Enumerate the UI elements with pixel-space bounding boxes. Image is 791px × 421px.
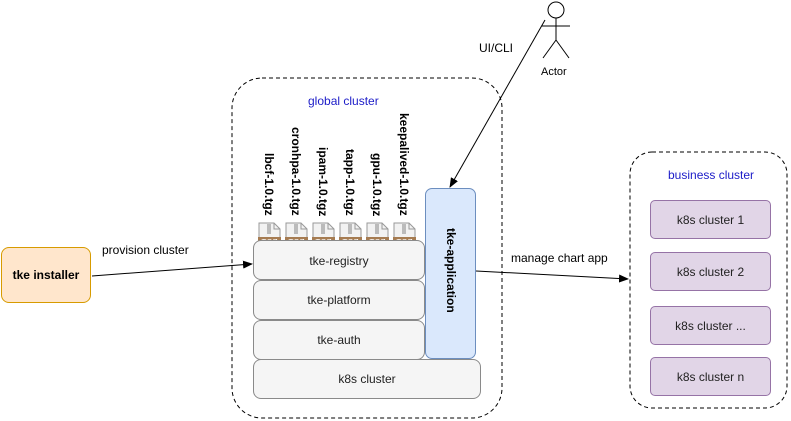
tke-application-label: tke-application — [444, 228, 458, 313]
tke-platform-box[interactable]: tke-platform — [253, 280, 425, 320]
business-cluster-container — [629, 151, 788, 409]
manage-chart-app-label: manage chart app — [511, 251, 608, 265]
business-cluster-title: business cluster — [668, 168, 755, 182]
k8s-cluster-1-label: k8s cluster 1 — [676, 212, 745, 227]
tke-auth-label: tke-auth — [317, 333, 361, 347]
k8s-cluster-ellipsis-label: k8s cluster ... — [675, 318, 746, 333]
package-label: cronhpa-1.0.tgz — [289, 127, 303, 216]
package-label: gpu-1.0.tgz — [370, 152, 384, 216]
provision-cluster-label: provision cluster — [102, 243, 189, 257]
actor-icon — [542, 1, 570, 59]
k8s-cluster-n-box[interactable]: k8s cluster n — [650, 357, 771, 396]
ui-cli-label: UI/CLI — [479, 41, 514, 55]
ui-cli-edge — [449, 19, 546, 188]
actor-label: Actor — [541, 66, 567, 78]
package-label: lbcf-1.0.tgz — [262, 153, 276, 216]
tke-installer-label: tke installer — [12, 268, 80, 282]
tke-platform-label: tke-platform — [307, 293, 371, 307]
k8s-cluster-ellipsis-box[interactable]: k8s cluster ... — [650, 306, 771, 345]
tke-application-box[interactable] — [425, 188, 476, 359]
global-cluster-title: global cluster — [308, 94, 379, 108]
global-cluster-container — [231, 77, 503, 419]
k8s-cluster-1-box[interactable]: k8s cluster 1 — [650, 200, 771, 239]
k8s-cluster-n-label: k8s cluster n — [676, 369, 745, 384]
tke-installer-node[interactable]: tke installer — [1, 247, 91, 303]
tke-registry-label: tke-registry — [309, 254, 369, 268]
package-label: keepalived-1.0.tgz — [397, 113, 411, 216]
package-label: ipam-1.0.tgz — [316, 146, 330, 216]
k8s-cluster-2-label: k8s cluster 2 — [676, 264, 745, 279]
k8s-cluster-box[interactable]: k8s cluster — [253, 359, 481, 399]
tke-auth-box[interactable]: tke-auth — [253, 320, 425, 360]
provision-cluster-edge — [91, 260, 253, 277]
k8s-cluster-2-box[interactable]: k8s cluster 2 — [650, 252, 771, 291]
tke-registry-box[interactable]: tke-registry — [253, 240, 425, 280]
package-label: tapp-1.0.tgz — [343, 149, 357, 216]
manage-chart-app-edge — [475, 270, 629, 283]
k8s-cluster-label: k8s cluster — [338, 372, 396, 386]
